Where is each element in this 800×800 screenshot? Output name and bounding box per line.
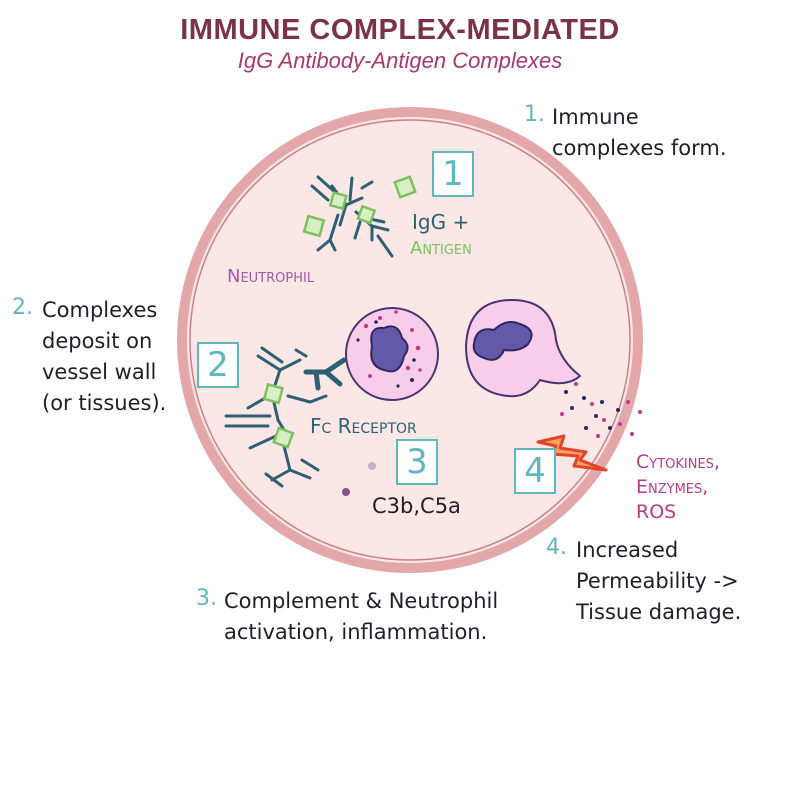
- label-neutrophil: Neutrophil: [227, 266, 315, 287]
- step-2-line-3: vessel wall: [42, 360, 157, 384]
- label-fc-receptor: Fc Receptor: [310, 414, 417, 438]
- step-box-2: 2: [207, 345, 229, 385]
- complement-dot-grey: [368, 462, 376, 470]
- neutrophil-attached: [345, 307, 439, 401]
- step-2-line-2: deposit on: [42, 329, 153, 353]
- step-2-number: 2.: [12, 295, 33, 320]
- step-4-line-1: Increased: [576, 538, 679, 562]
- step-2-line-1: Complexes: [42, 298, 158, 322]
- step-3-number: 3.: [196, 586, 217, 611]
- step-2-num-text: 2.: [12, 295, 33, 320]
- step-4-line-3: Tissue damage.: [576, 600, 742, 624]
- page-title: IMMUNE COMPLEX-MEDIATED: [180, 14, 620, 46]
- step-3-line-2: activation, inflammation.: [224, 620, 488, 644]
- released-granules: [560, 382, 642, 438]
- label-cytokines-line-2: Enzymes,: [636, 476, 709, 498]
- step-1-num-text: 1.: [524, 102, 545, 127]
- neutrophil-degranulating: [464, 298, 582, 398]
- step-boxes: [197, 151, 556, 494]
- antigen-cluster-wall: [262, 382, 295, 449]
- step-1-text: Immune complexes form.: [552, 102, 727, 164]
- step-3-text: Complement & Neutrophil activation, infl…: [224, 586, 498, 648]
- step-4-text: Increased Permeability -> Tissue damage.: [576, 535, 741, 628]
- complement-dot-purple: [342, 488, 350, 496]
- label-cytokines-line-3: ROS: [636, 501, 677, 523]
- label-complement: C3b,C5a: [372, 494, 461, 518]
- step-1-number: 1.: [524, 102, 545, 127]
- label-cytokines-line-1: Cytokines,: [636, 451, 720, 473]
- step-1-line-1: Immune: [552, 105, 639, 129]
- label-igg: IgG +: [412, 210, 470, 234]
- step-box-4: 4: [524, 451, 546, 491]
- step-2-text: Complexes deposit on vessel wall (or tis…: [42, 295, 166, 419]
- antibody-cluster-top: [310, 175, 394, 258]
- step-box-1: 1: [442, 154, 464, 194]
- vessel-lumen-edge: [189, 119, 631, 561]
- step-3-line-1: Complement & Neutrophil: [224, 589, 499, 613]
- label-antigen: Antigen: [410, 238, 472, 259]
- step-4-number: 4.: [546, 535, 567, 560]
- antigen-cluster-top: [302, 175, 417, 238]
- step-4-line-2: Permeability ->: [576, 569, 739, 593]
- page-subtitle: IgG Antibody-Antigen Complexes: [237, 48, 563, 73]
- fc-receptor-shape: [303, 357, 347, 391]
- step-2-line-4: (or tissues).: [42, 391, 167, 415]
- step-1-line-2: complexes form.: [552, 136, 727, 160]
- label-cytokines: Cytokines, Enzymes, ROS: [636, 450, 720, 525]
- step-3-num-text: 3.: [196, 586, 217, 611]
- step-4-num-text: 4.: [546, 535, 567, 560]
- step-box-3: 3: [406, 442, 428, 482]
